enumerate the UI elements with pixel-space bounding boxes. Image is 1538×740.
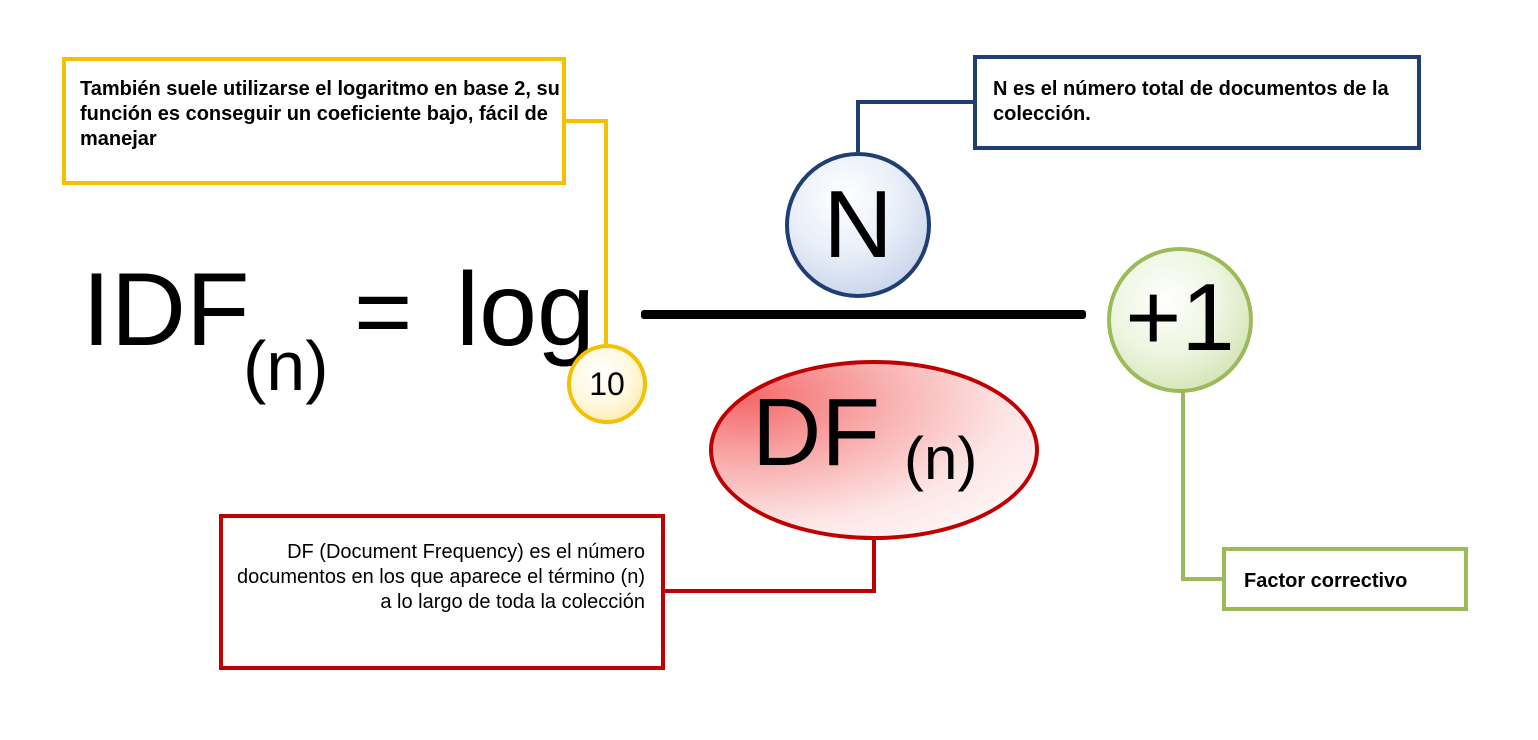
connector-correction (1181, 390, 1222, 581)
formula-log: log (456, 252, 595, 368)
callout-correction-text: Factor correctivo (1244, 570, 1408, 592)
formula-idf: IDF (82, 252, 250, 368)
correction-circle: +1 (1107, 247, 1253, 393)
callout-numerator-text: N es el número total de documentos de la… (993, 78, 1389, 125)
connector-log-base (566, 119, 608, 344)
formula-idf-subscript: (n) (243, 327, 329, 405)
numerator-value: N (823, 171, 893, 278)
denominator-value: DF (752, 379, 880, 486)
log-base-circle: 10 (567, 344, 647, 424)
callout-document-frequency: DF (Document Frequency) es el número doc… (219, 514, 665, 670)
callout-log-base-text: También suele utilizarse el logaritmo en… (80, 78, 560, 150)
callout-correction: Factor correctivo (1222, 547, 1468, 611)
correction-value: +1 (1125, 264, 1235, 371)
callout-log-base: También suele utilizarse el logaritmo en… (62, 57, 566, 185)
callout-document-frequency-text: DF (Document Frequency) es el número doc… (236, 541, 645, 613)
denominator-subscript: (n) (904, 425, 978, 492)
denominator-ellipse (709, 360, 1039, 540)
fraction-bar (641, 310, 1086, 319)
connector-numerator (856, 100, 973, 152)
numerator-circle: N (785, 152, 931, 298)
log-base-value: 10 (589, 365, 625, 402)
formula-equals: = (354, 256, 413, 368)
callout-numerator: N es el número total de documentos de la… (973, 55, 1421, 150)
connector-document-frequency (665, 538, 876, 593)
